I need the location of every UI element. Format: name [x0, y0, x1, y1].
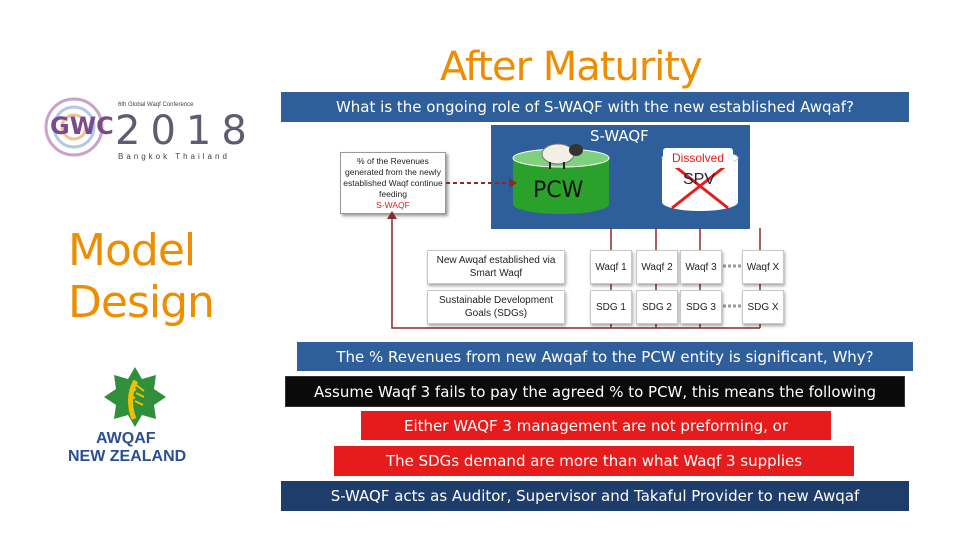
waqf-cell: Waqf 3 — [680, 250, 722, 284]
assume-bar: Assume Waqf 3 fails to pay the agreed % … — [285, 376, 905, 407]
waqf-cell: Waqf 1 — [590, 250, 632, 284]
sdg-cell: SDG 3 — [680, 290, 722, 324]
sdg-cell: SDG 1 — [590, 290, 632, 324]
waqf-cell: Waqf X — [742, 250, 784, 284]
significant-bar: The % Revenues from new Awqaf to the PCW… — [297, 342, 913, 371]
sdgs-bar: The SDGs demand are more than what Waqf … — [334, 446, 854, 476]
row-label-sdgs: Sustainable Development Goals (SDGs) — [427, 290, 565, 324]
sdg-cell: SDG 2 — [636, 290, 678, 324]
row-label-awqaf: New Awqaf established via Smart Waqf — [427, 250, 565, 284]
waqf-cell: Waqf 2 — [636, 250, 678, 284]
sdg-cell: SDG X — [742, 290, 784, 324]
auditor-bar: S-WAQF acts as Auditor, Supervisor and T… — [281, 481, 909, 511]
either-bar: Either WAQF 3 management are not preform… — [361, 411, 831, 440]
